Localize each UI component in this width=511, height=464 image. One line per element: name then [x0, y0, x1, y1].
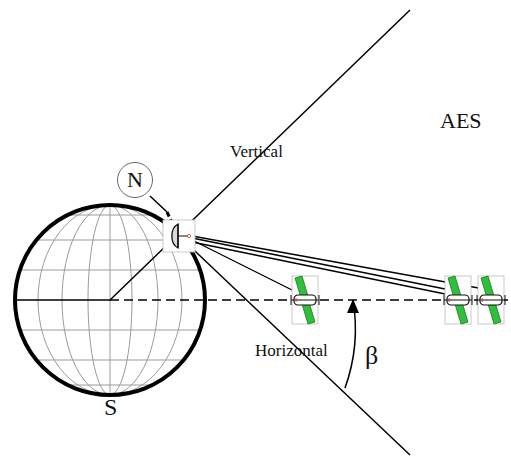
diagram-label: β: [365, 343, 378, 369]
pole-circle: N: [117, 162, 153, 198]
diagram-label: S: [104, 395, 117, 419]
diagram-label: AES: [440, 110, 482, 132]
pole-label: N: [127, 169, 143, 191]
diagram-label: Horizontal: [255, 342, 328, 359]
diagram-label: Vertical: [230, 143, 283, 160]
